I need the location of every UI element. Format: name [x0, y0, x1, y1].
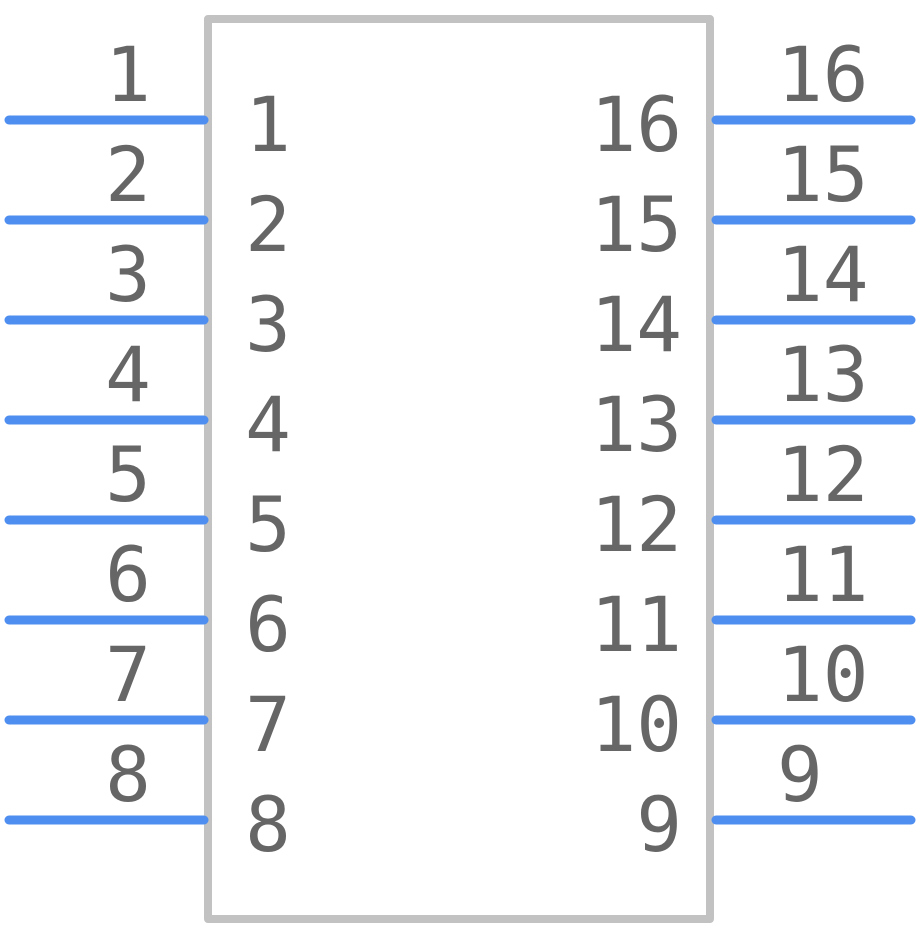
pin-number-right-14: 14 [777, 230, 869, 319]
pin-label-left-7: 7 [245, 680, 291, 769]
pin-number-left-5: 5 [105, 430, 151, 519]
pin-label-left-8: 8 [245, 780, 291, 869]
pin-label-left-4: 4 [245, 380, 291, 469]
pin-label-left-3: 3 [245, 280, 291, 369]
pin-number-right-15: 15 [777, 130, 869, 219]
pin-label-left-1: 1 [245, 80, 291, 169]
left-pins-group: 1 1 2 2 3 3 4 4 5 5 6 6 7 7 8 8 [4, 30, 291, 869]
pin-label-right-16: 16 [590, 80, 682, 169]
pin-number-left-4: 4 [105, 330, 151, 419]
pin-number-left-1: 1 [105, 30, 151, 119]
pin-number-right-9: 9 [777, 730, 823, 819]
pin-label-right-15: 15 [590, 180, 682, 269]
pin-label-right-9: 9 [636, 780, 682, 869]
component-body [204, 15, 714, 923]
pin-number-right-12: 12 [777, 430, 869, 519]
pin-number-left-8: 8 [105, 730, 151, 819]
pin-number-left-6: 6 [105, 530, 151, 619]
pin-label-left-6: 6 [245, 580, 291, 669]
pin-number-right-13: 13 [777, 330, 869, 419]
pin-number-right-11: 11 [777, 530, 869, 619]
pin-label-right-13: 13 [590, 380, 682, 469]
pin-label-left-5: 5 [245, 480, 291, 569]
pin-label-right-10: 10 [590, 680, 682, 769]
pin-label-right-12: 12 [590, 480, 682, 569]
pin-number-left-2: 2 [105, 130, 151, 219]
pin-number-right-10: 10 [777, 630, 869, 719]
pin-number-left-3: 3 [105, 230, 151, 319]
pin-number-left-7: 7 [105, 630, 151, 719]
pin-number-right-16: 16 [777, 30, 869, 119]
pin-label-right-11: 11 [590, 580, 682, 669]
pin-label-right-14: 14 [590, 280, 682, 369]
pin-label-left-2: 2 [245, 180, 291, 269]
right-pins-group: 16 16 15 15 14 14 13 13 12 12 11 11 10 10 9 9 [590, 30, 916, 869]
